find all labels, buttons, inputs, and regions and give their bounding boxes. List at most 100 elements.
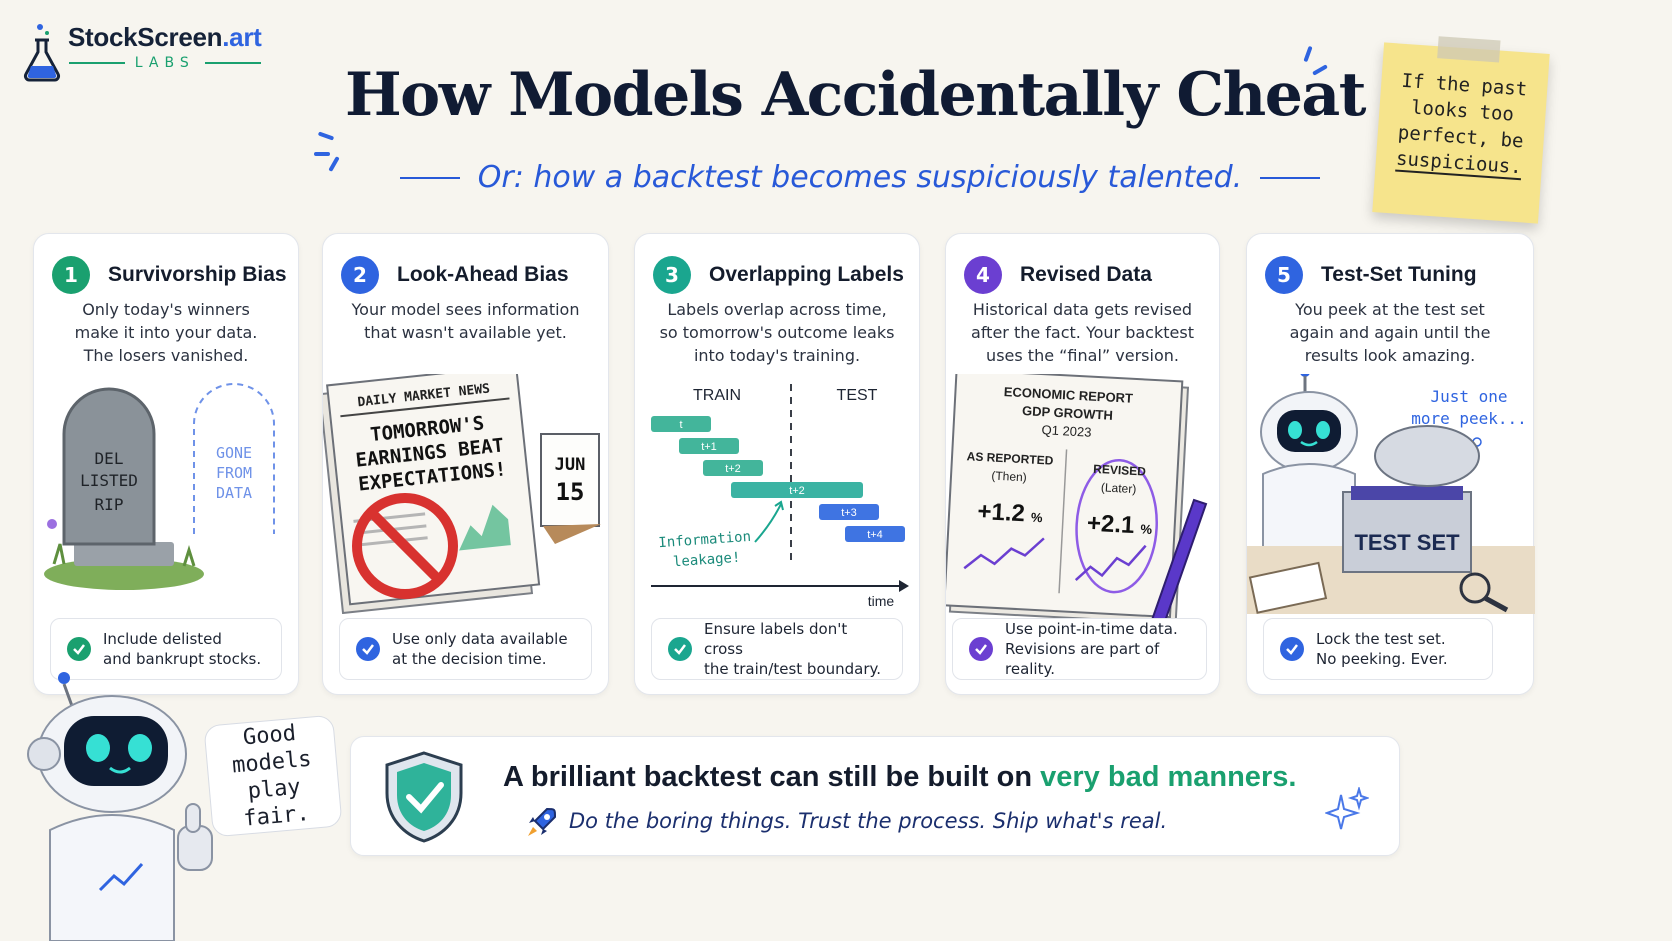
tomb-line: LISTED [80, 471, 138, 490]
card-title: Overlapping Labels [709, 263, 904, 286]
card-desc: Labels overlap across time, so tomorrow'… [651, 298, 903, 367]
value-unit: % [1140, 521, 1153, 537]
sparkle-icon [1325, 787, 1369, 830]
step-number: 5 [1265, 256, 1303, 294]
tip-box: Ensure labels don't cross the train/test … [651, 618, 903, 680]
desc-line: uses the “final” version. [986, 346, 1179, 365]
card-survivorship-bias: 1 Survivorship Bias Only today's winners … [33, 233, 299, 695]
note-line: suspicious. [1395, 147, 1523, 181]
tip-line: Lock the test set. [1316, 630, 1446, 648]
test-label: TEST [837, 387, 878, 404]
check-icon [67, 637, 91, 661]
tip-line: Ensure labels don't cross [704, 620, 848, 658]
tip-line: the train/test boundary. [704, 660, 882, 678]
revised-value: +2.1 [1086, 510, 1135, 539]
bar-label: t+2 [789, 485, 805, 497]
brand-name: StockScreen [68, 22, 223, 52]
check-icon [969, 637, 993, 661]
tip-box: Use point-in-time data.Revisions are par… [952, 618, 1207, 680]
report-line: Q1 2023 [1041, 422, 1092, 440]
card-title: Survivorship Bias [108, 263, 287, 286]
thought-line: Just one [1430, 387, 1507, 406]
step-number: 2 [341, 256, 379, 294]
check-icon [668, 637, 692, 661]
value-unit: % [1031, 510, 1044, 526]
ghost-line: FROM [216, 464, 252, 482]
card-look-ahead-bias: 2 Look-Ahead Bias Your model sees informa… [322, 233, 609, 695]
subtitle-text: Or: how a backtest becomes suspiciously … [477, 160, 1243, 195]
label-bar [651, 416, 711, 432]
newspaper-illustration: DAILY MARKET NEWS TOMORROW'S EARNINGS BE… [323, 374, 601, 614]
ghost-line: GONE [216, 444, 252, 462]
desc-line: Your model sees information [351, 300, 580, 319]
report-line: ECONOMIC REPORT [1003, 384, 1133, 406]
brand-sub: LABS [134, 55, 195, 71]
tip-line: and bankrupt stocks. [103, 650, 262, 668]
page-title: How Models Accidentally Cheat [344, 60, 1367, 130]
train-label: TRAIN [693, 387, 741, 404]
desc-line: You peek at the test set [1295, 300, 1485, 319]
card-desc: You peek at the test set again and again… [1263, 298, 1517, 367]
tomb-line: DEL [95, 449, 124, 468]
desc-line: after the fact. Your backtest [971, 323, 1194, 342]
speech-bubble: Good models play fair. [203, 714, 343, 838]
tip-line: Use only data available [392, 630, 568, 648]
desc-line: results look amazing. [1304, 346, 1476, 365]
leakage-note: leakage! [673, 550, 741, 571]
bar-label: t+4 [867, 529, 883, 541]
card-title: Revised Data [1020, 263, 1152, 286]
revised-sub: (Later) [1101, 480, 1137, 496]
ghost-line: DATA [216, 484, 252, 502]
bubble-line: play fair. [242, 774, 311, 832]
label-bar [845, 526, 905, 542]
timeline-illustration: TRAIN TEST t t+1 t+2 t+2 t+3 t+4 Informa… [651, 384, 909, 609]
card-title: Look-Ahead Bias [397, 263, 569, 286]
desc-line: Only today's winners [82, 300, 250, 319]
card-desc: Your model sees information that wasn't … [339, 298, 592, 344]
page-subtitle: Or: how a backtest becomes suspiciously … [360, 160, 1360, 195]
headline-main: A brilliant backtest can still be built … [503, 761, 1041, 793]
as-reported-value: +1.2 [977, 498, 1026, 527]
test-set-box-label: TEST SET [1354, 530, 1460, 555]
shield-check-icon [385, 751, 463, 843]
time-axis-label: time [868, 593, 895, 609]
tip-line: Include delisted [103, 630, 222, 648]
tomb-line: RIP [95, 495, 124, 514]
report-line: GDP GROWTH [1022, 403, 1113, 423]
tip-line: Revisions are part of reality. [1005, 640, 1160, 678]
desc-line: that wasn't available yet. [364, 323, 567, 342]
robot-peeking-illustration: Just one more peek... TEST SET [1247, 374, 1535, 614]
as-reported-label: AS REPORTED [966, 449, 1054, 468]
robot-thumbs-up-illustration [27, 672, 213, 941]
card-title: Test-Set Tuning [1321, 263, 1477, 286]
as-reported-sub: (Then) [991, 469, 1027, 485]
flask-icon [23, 24, 61, 82]
step-number: 4 [964, 256, 1002, 294]
desc-line: into today's training. [693, 346, 861, 365]
card-test-set-tuning: 5 Test-Set Tuning You peek at the test se… [1246, 233, 1535, 695]
bar-label: t+1 [701, 441, 717, 453]
check-icon [1280, 637, 1304, 661]
label-bar [731, 482, 863, 498]
tip-box: Include delisted and bankrupt stocks. [50, 618, 282, 680]
tip-line: at the decision time. [392, 650, 547, 668]
brand-logo[interactable]: StockScreen.art LABS [22, 22, 262, 82]
step-number: 1 [52, 256, 90, 294]
tombstone-illustration: DEL LISTED RIP GONE FROM DATA [44, 383, 275, 590]
revised-label: REVISED [1093, 462, 1147, 479]
thought-line: more peek... [1411, 409, 1527, 428]
report-illustration: ECONOMIC REPORT GDP GROWTH Q1 2023 AS RE… [946, 374, 1208, 624]
tip-line: No peeking. Ever. [1316, 650, 1448, 668]
bar-label: t+2 [725, 463, 741, 475]
label-bar [819, 504, 879, 520]
check-icon [356, 637, 380, 661]
summary-banner: A brilliant backtest can still be built … [350, 736, 1400, 856]
label-bar [679, 438, 739, 454]
card-desc: Only today's winners make it into your d… [50, 298, 282, 367]
bar-label: t [679, 419, 682, 431]
brand-name-accent: .art [222, 22, 262, 52]
desc-line: so tomorrow's outcome leaks [659, 323, 895, 342]
banner-tagline: Do the boring things. Trust the process.… [569, 809, 1168, 833]
